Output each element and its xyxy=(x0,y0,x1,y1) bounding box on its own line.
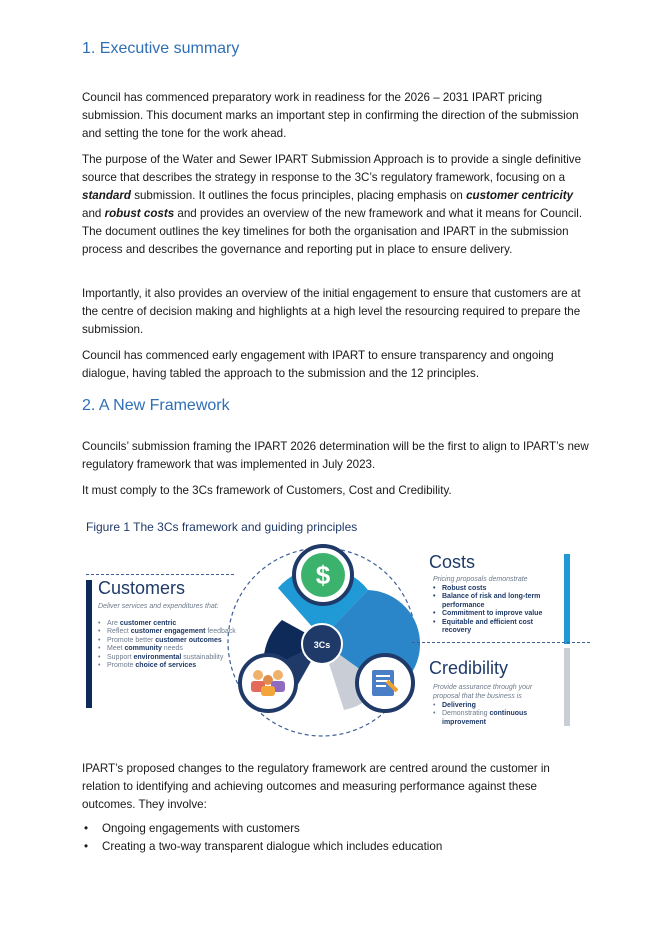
emphasis-text: customer engagement xyxy=(130,628,206,636)
text-run: Promote xyxy=(107,662,136,670)
principle-item: Balance of risk and long-term performanc… xyxy=(433,593,563,610)
bullet-item: Ongoing engagements with customers xyxy=(82,820,590,838)
credibility-subtitle: Provide assurance through your proposal … xyxy=(433,684,533,700)
principle-item: Are customer centric xyxy=(98,620,238,629)
paragraph-exec-1: Council has commenced preparatory work i… xyxy=(82,89,590,143)
paragraph-exec-3: Importantly, it also provides an overvie… xyxy=(82,285,590,339)
text-run: and provides an overview of the new fram… xyxy=(82,207,583,256)
credibility-dashed-line xyxy=(412,642,590,643)
principle-item: Delivering xyxy=(433,702,561,711)
emphasis-text: customer centric xyxy=(119,620,177,627)
principle-item: Demonstrating continuous improvement xyxy=(433,710,561,727)
emphasis-text: customer outcomes xyxy=(155,636,222,644)
principle-item: Equitable and efficient cost recovery xyxy=(433,619,563,636)
emphasis-text: community xyxy=(124,645,162,653)
paragraph-exec-4: Council has commenced early engagement w… xyxy=(82,347,590,383)
customers-list: Are customer centricReflect customer eng… xyxy=(98,620,238,671)
text-run: and xyxy=(82,207,105,220)
paragraph-framework-2: It must comply to the 3Cs framework of C… xyxy=(82,484,452,497)
text-run: needs xyxy=(161,645,183,653)
customers-title: Customers xyxy=(98,578,186,598)
text-run: Importantly, it also provides an overvie… xyxy=(82,287,581,336)
figure-3cs-framework: Figure 1 The 3Cs framework and guiding p… xyxy=(82,520,590,742)
text-run: submission. It outlines the focus princi… xyxy=(130,189,467,202)
text-run: Are xyxy=(107,620,120,627)
text-run: sustainability xyxy=(181,653,224,661)
emphasis-text: Delivering xyxy=(442,702,476,709)
text-run: Meet xyxy=(107,645,125,653)
center-circle xyxy=(301,623,343,665)
text-run: Demonstrating xyxy=(442,710,490,718)
emphasis-text: choice of services xyxy=(135,662,197,670)
paragraph-exec-2: The purpose of the Water and Sewer IPART… xyxy=(82,151,590,259)
credibility-bar xyxy=(564,648,570,726)
principle-item: Promote choice of services xyxy=(98,662,238,671)
text-run: Council has commenced early engagement w… xyxy=(82,349,554,380)
credibility-list: DeliveringDemonstrating continuous impro… xyxy=(433,702,561,727)
3cs-diagram: 3Cs $ xyxy=(227,544,421,737)
principle-item: Support environmental sustainability xyxy=(98,653,238,663)
customers-dashed-line xyxy=(86,574,234,575)
report-icon xyxy=(372,670,399,696)
emphasis-text: standard xyxy=(82,189,131,202)
principle-item: Promote better customer outcomes xyxy=(98,636,238,646)
principle-item: Robust costs xyxy=(433,585,563,594)
text-run: Reflect xyxy=(107,628,131,636)
section-heading-executive-summary: 1. Executive summary xyxy=(82,40,240,57)
costs-bar xyxy=(564,554,570,644)
costs-title: Costs xyxy=(429,552,476,572)
paragraph-framework-1: Councils’ submission framing the IPART 2… xyxy=(82,440,589,471)
customers-subtitle: Deliver services and expenditures that: xyxy=(98,603,219,610)
dollar-icon xyxy=(301,553,345,597)
text-run: Promote better xyxy=(107,636,156,644)
costs-list: Robust costsBalance of risk and long-ter… xyxy=(433,585,563,635)
principle-item: Commitment to improve value xyxy=(433,610,563,619)
bullet-item: Creating a two-way transparent dialogue … xyxy=(82,838,590,856)
text-run: The purpose of the Water and Sewer IPART… xyxy=(82,153,582,184)
costs-subtitle: Pricing proposals demonstrate xyxy=(433,576,528,583)
principle-item: Meet community needs xyxy=(98,645,238,654)
paragraph-framework-3: IPART’s proposed changes to the regulato… xyxy=(82,762,550,811)
emphasis-text: customer centricity xyxy=(466,189,574,202)
customers-bar xyxy=(86,580,92,708)
text-run: feedback xyxy=(205,628,236,636)
credibility-title: Credibility xyxy=(429,658,509,678)
emphasis-text: continuous improvement xyxy=(442,710,528,726)
figure-caption: Figure 1 The 3Cs framework and guiding p… xyxy=(86,520,358,534)
center-label: 3Cs xyxy=(314,640,331,650)
emphasis-text: robust costs xyxy=(104,207,175,220)
dollar-symbol: $ xyxy=(316,560,331,590)
framework-bullet-list: Ongoing engagements with customersCreati… xyxy=(82,820,590,856)
principle-item: Reflect customer engagement feedback xyxy=(98,628,238,637)
section-heading-new-framework: 2. A New Framework xyxy=(82,397,230,414)
text-run: Council has commenced preparatory work i… xyxy=(82,91,579,140)
text-run: Support xyxy=(107,653,134,661)
emphasis-text: environmental xyxy=(133,653,182,661)
people-icon xyxy=(251,670,285,696)
